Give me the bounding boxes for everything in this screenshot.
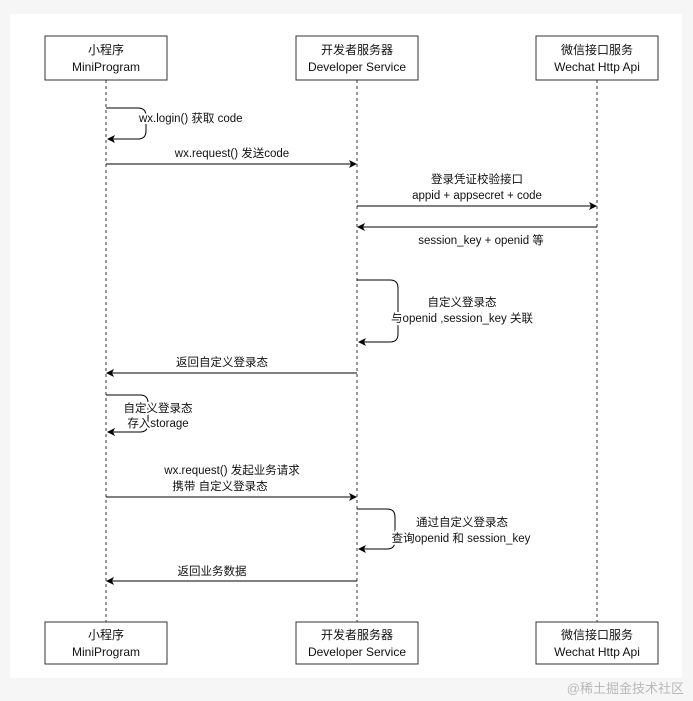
participant-title: 微信接口服务 <box>561 42 633 57</box>
message-label: session_key + openid 等 <box>418 233 544 247</box>
message-label: 通过自定义登录态 <box>416 515 508 529</box>
message-request-code: wx.request() 发送code <box>106 146 357 168</box>
message-query: 通过自定义登录态 查询openid 和 session_key <box>357 508 533 553</box>
message-label: 自定义登录态 <box>124 401 193 415</box>
message-label: 查询openid 和 session_key <box>392 531 531 545</box>
message-label: 返回业务数据 <box>178 564 247 578</box>
message-custom-state: 自定义登录态 与openid ,session_key 关联 <box>357 279 535 346</box>
message-verify: 登录凭证校验接口 appid + appsecret + code <box>357 172 597 210</box>
watermark-text: @稀土掘金技术社区 <box>567 681 684 696</box>
participant-subtitle: Wechat Http Api <box>554 645 640 659</box>
participant-subtitle: MiniProgram <box>72 60 140 74</box>
participant-subtitle: Wechat Http Api <box>554 60 640 74</box>
diagram-panel <box>10 14 682 678</box>
participant-box-wechat-api-bottom: 微信接口服务 Wechat Http Api <box>535 621 659 665</box>
message-label: 与openid ,session_key 关联 <box>391 311 533 325</box>
message-return-data: 返回业务数据 <box>106 564 357 585</box>
message-return-state: 返回自定义登录态 <box>106 355 357 377</box>
message-label: appid + appsecret + code <box>412 190 542 202</box>
participant-box-miniprogram-top: 小程序 MiniProgram <box>44 35 168 81</box>
participant-subtitle: Developer Service <box>308 60 406 74</box>
message-label: 登录凭证校验接口 <box>431 172 523 186</box>
participant-title: 小程序 <box>88 42 124 57</box>
message-label: wx.request() 发起业务请求 <box>163 463 300 477</box>
participant-title: 开发者服务器 <box>321 627 393 642</box>
participant-box-developer-service-bottom: 开发者服务器 Developer Service <box>295 621 419 665</box>
participant-box-wechat-api-top: 微信接口服务 Wechat Http Api <box>535 35 659 81</box>
participant-subtitle: MiniProgram <box>72 645 140 659</box>
message-login: wx.login() 获取 code <box>106 107 245 143</box>
message-label: 自定义登录态 <box>428 295 497 309</box>
participant-subtitle: Developer Service <box>308 645 406 659</box>
participant-box-miniprogram-bottom: 小程序 MiniProgram <box>44 621 168 665</box>
message-label: 返回自定义登录态 <box>176 355 268 369</box>
message-business-request: wx.request() 发起业务请求 携带 自定义登录态 <box>106 463 357 501</box>
participant-title: 微信接口服务 <box>561 627 633 642</box>
message-label: 携带 自定义登录态 <box>172 479 268 493</box>
participant-title: 小程序 <box>88 627 124 642</box>
message-label: 存入storage <box>127 416 188 430</box>
message-label: wx.request() 发送code <box>174 146 289 160</box>
message-session-return: session_key + openid 等 <box>357 223 597 247</box>
participant-box-developer-service-top: 开发者服务器 Developer Service <box>295 35 419 81</box>
message-store: 自定义登录态 存入storage <box>106 394 195 436</box>
participant-title: 开发者服务器 <box>321 42 393 57</box>
message-label: wx.login() 获取 code <box>138 112 243 125</box>
